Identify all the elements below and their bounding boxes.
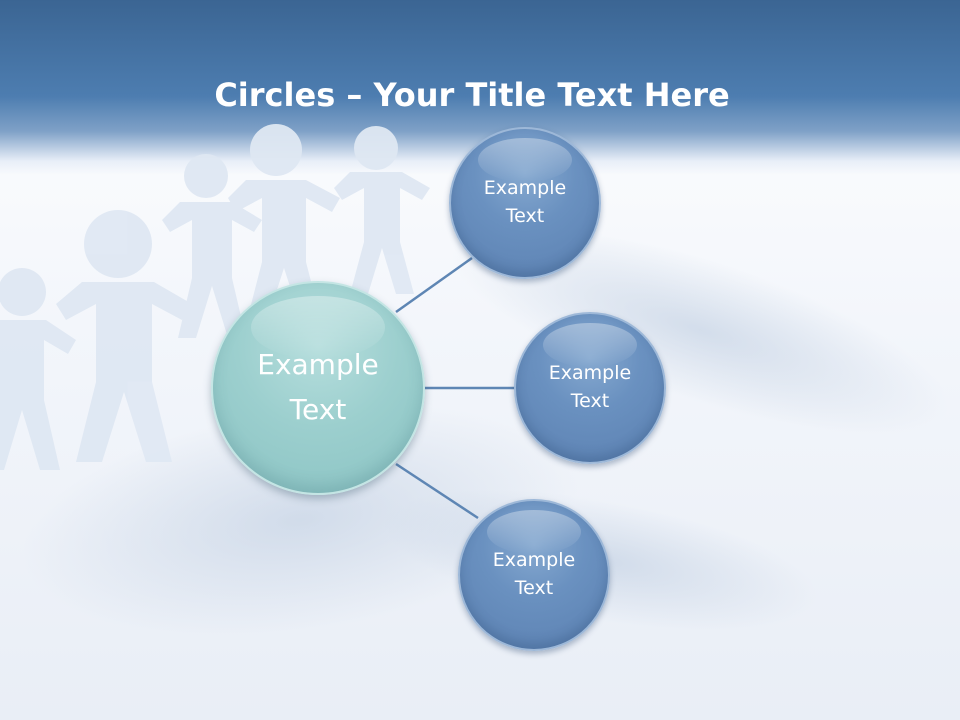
node-circle-label: Example Text <box>483 177 567 227</box>
node-circle-middle[interactable]: Example Text <box>514 312 666 464</box>
center-circle-label: Example Text <box>257 348 379 426</box>
node-circle-top[interactable]: Example Text <box>449 127 601 279</box>
connector-line-top <box>395 256 473 314</box>
node-circle-bottom[interactable]: Example Text <box>458 499 610 651</box>
connector-line-bottom <box>395 462 479 520</box>
node-circle-label: Example Text <box>548 362 632 412</box>
title-bold-text: Circles <box>214 76 336 115</box>
center-circle[interactable]: Example Text <box>211 281 425 495</box>
node-circle-label: Example Text <box>492 549 576 599</box>
slide-title: Circles – Your Title Text Here <box>0 73 944 117</box>
title-rest-text: – Your Title Text Here <box>335 76 730 115</box>
